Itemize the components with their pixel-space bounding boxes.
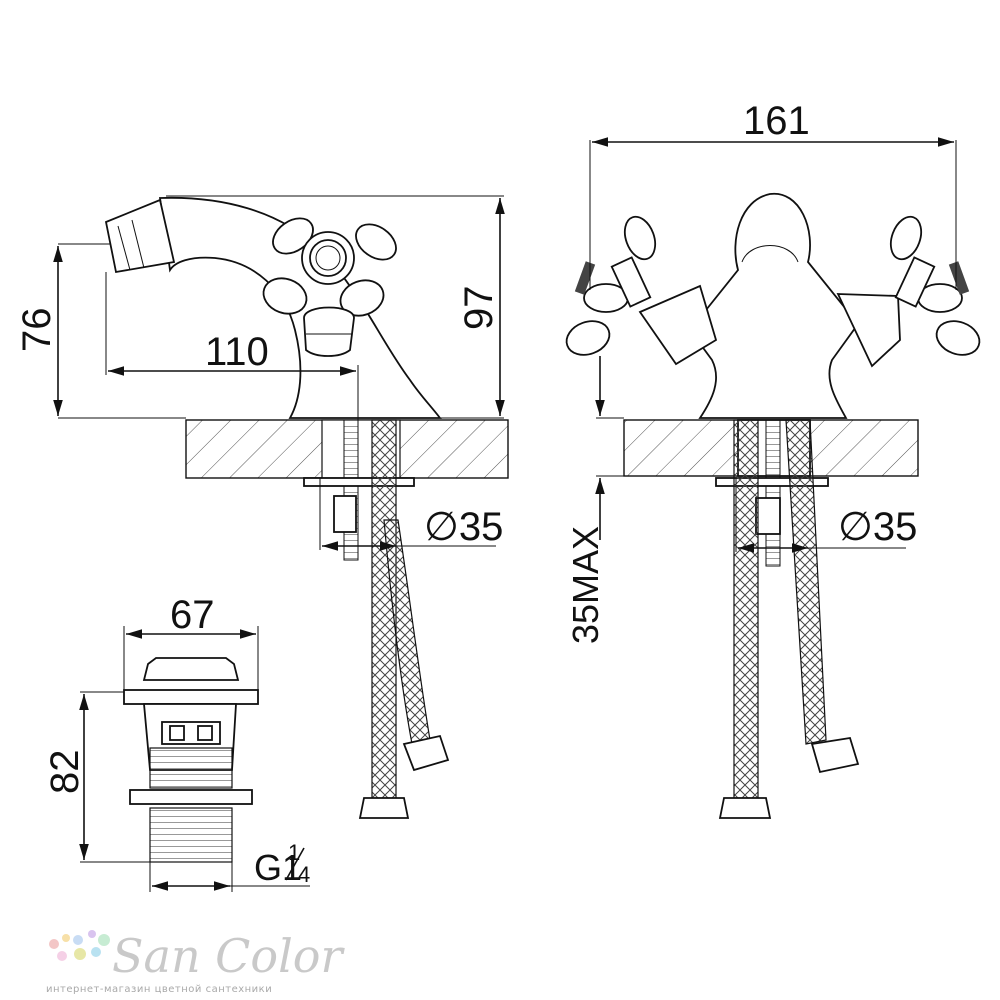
side-threaded-stud bbox=[343, 419, 359, 561]
side-total-height-label: 97 bbox=[457, 286, 501, 331]
drain-height-label: 82 bbox=[43, 750, 87, 795]
side-height-spout-label: 76 bbox=[15, 308, 59, 353]
side-hole-diameter-label: ∅35 bbox=[424, 505, 503, 549]
drain-cap bbox=[142, 657, 240, 681]
logo-dot bbox=[49, 939, 59, 949]
drain-thread-denominator: 4 bbox=[298, 862, 310, 887]
logo-name: San Color bbox=[112, 929, 345, 983]
front-hose-2 bbox=[785, 419, 827, 745]
drain-diameter-label: 67 bbox=[170, 593, 215, 637]
front-threaded-stud bbox=[765, 419, 781, 567]
logo-dot bbox=[91, 947, 101, 957]
front-right-valve bbox=[836, 215, 981, 368]
logo-tagline: интернет-магазин цветной сантехники bbox=[46, 984, 272, 995]
logo-dot bbox=[62, 934, 70, 942]
front-hole-diameter-label: ∅35 bbox=[838, 505, 917, 549]
side-reach-label: 110 bbox=[205, 330, 269, 374]
logo-dot bbox=[57, 951, 67, 961]
logo-dot bbox=[74, 948, 86, 960]
side-hose-1 bbox=[371, 419, 397, 799]
side-cross-handle bbox=[262, 217, 397, 357]
front-hose-1 bbox=[733, 419, 759, 799]
front-counter-thickness-label: 35MAX bbox=[565, 526, 606, 644]
front-faucet-body bbox=[688, 193, 860, 419]
front-left-valve bbox=[565, 215, 718, 366]
side-spout-nozzle bbox=[104, 198, 176, 274]
front-width-label: 161 bbox=[743, 99, 810, 143]
logo-dots bbox=[49, 930, 110, 961]
logo-dot bbox=[88, 930, 96, 938]
logo-dot bbox=[73, 935, 83, 945]
drain-thread-label: G1 bbox=[254, 847, 302, 888]
sancolor-logo: San Color интернет-магазин цветной санте… bbox=[46, 929, 345, 995]
drain-view: 67 82 G1 1 4 bbox=[43, 593, 310, 892]
front-view: 161 ∅35 35MAX bbox=[565, 99, 981, 819]
logo-dot bbox=[98, 934, 110, 946]
drain-thread-body bbox=[149, 747, 233, 789]
side-view: 76 110 97 ∅35 bbox=[15, 195, 509, 819]
